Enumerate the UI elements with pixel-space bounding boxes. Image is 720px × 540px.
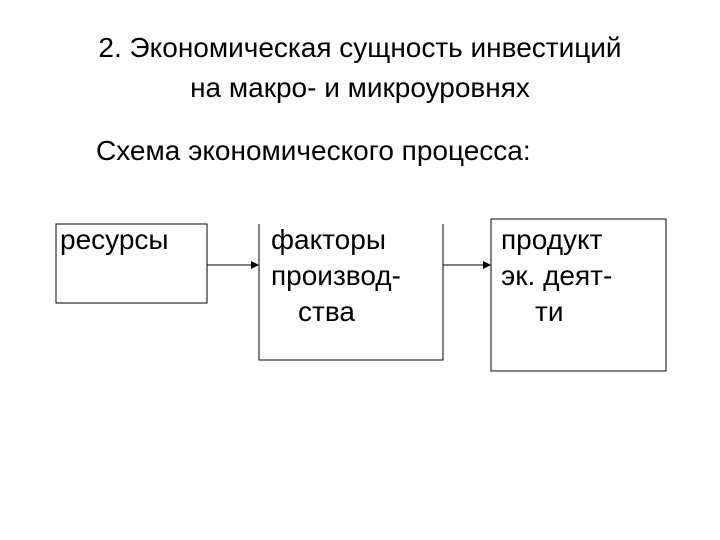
product-box	[490, 218, 667, 372]
product-label-line-1: продукт	[501, 224, 603, 255]
factors-label-line-3: ства	[298, 296, 355, 327]
resources-box-label: ресурсы	[60, 222, 169, 258]
slide-title-line-2: на макро- и микроуровнях	[190, 72, 530, 103]
product-box-label: продукт эк. деят- ти	[501, 222, 612, 330]
slide-title: 2. Экономическая сущность инвестиций на …	[0, 28, 720, 108]
diagram-subtitle: Схема экономического процесса:	[96, 135, 531, 166]
product-label-line-3: ти	[535, 296, 564, 327]
product-label-line-2: эк. деят-	[501, 260, 613, 291]
resources-box	[55, 223, 208, 304]
factors-box-label: факторы производ- ства	[271, 222, 401, 330]
factors-label-line-1: факторы	[271, 224, 386, 255]
factors-box	[258, 224, 444, 361]
resources-label-line-1: ресурсы	[60, 224, 169, 255]
slide-title-line-1: 2. Экономическая сущность инвестиций	[98, 32, 622, 63]
factors-label-line-2: производ-	[271, 260, 401, 291]
